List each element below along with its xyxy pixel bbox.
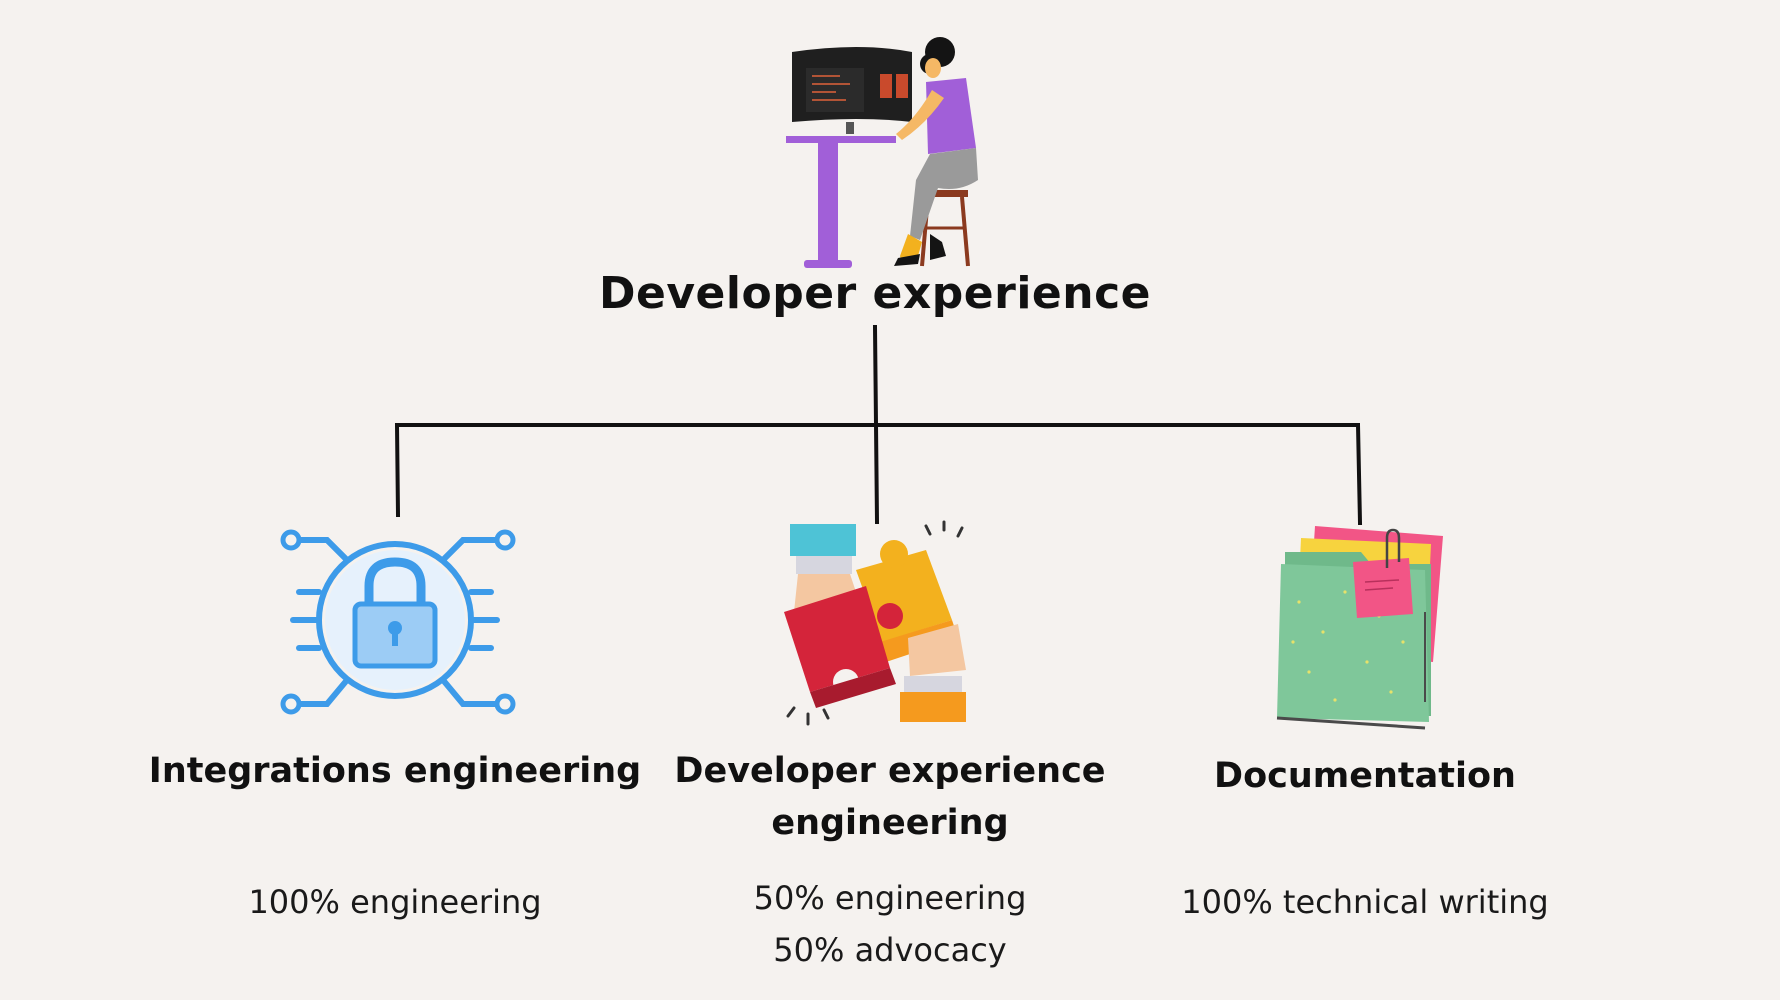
child-title-line: Integrations engineering <box>148 751 642 791</box>
puzzle-hands-icon <box>784 520 966 726</box>
child-title-line: Developer experience <box>674 751 1106 791</box>
child-desc-line: 100% technical writing <box>1181 883 1549 921</box>
connector-left-drop <box>394 422 401 518</box>
folder-notes-icon <box>1276 526 1443 730</box>
child-title-line: Documentation <box>1214 756 1516 796</box>
child-desc-line: 50% engineering <box>753 879 1027 917</box>
child-desc-line: 100% engineering <box>248 883 542 921</box>
padlock-circuit-icon <box>280 529 516 715</box>
connector-right-drop <box>1355 422 1363 526</box>
child-title-line: engineering <box>771 803 1009 843</box>
root-title: Developer experience <box>599 268 1151 319</box>
child-desc-line: 50% advocacy <box>773 931 1007 969</box>
developer-at-desk-icon <box>786 37 978 268</box>
